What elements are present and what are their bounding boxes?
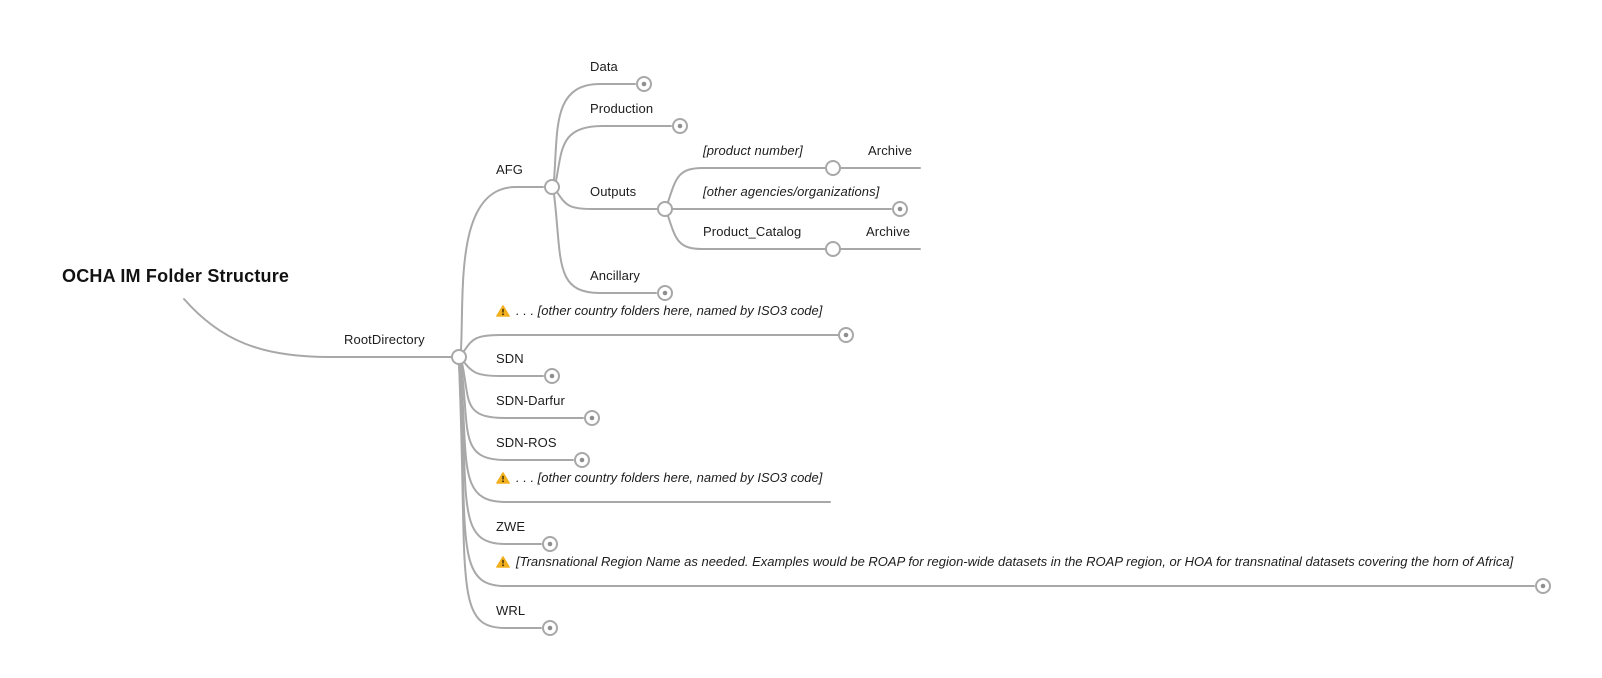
node-other-iso3-2[interactable]: . . . [other country folders here, named… — [496, 470, 822, 485]
connector-afg — [460, 186, 544, 351]
connector-zwe — [459, 363, 542, 545]
connector-product-number — [667, 167, 921, 203]
collapse-dot — [662, 290, 668, 296]
collapse-dot — [641, 81, 647, 87]
node-rootdirectory[interactable]: RootDirectory — [344, 332, 425, 347]
connector-data — [553, 83, 636, 181]
collapse-dot — [547, 625, 553, 631]
node-point-product-catalog[interactable] — [825, 241, 841, 257]
node-ancillary[interactable]: Ancillary — [590, 268, 641, 283]
node-transnational[interactable]: [Transnational Region Name as needed. Ex… — [496, 554, 1513, 569]
warning-icon — [496, 304, 510, 317]
node-point-product-number[interactable] — [825, 160, 841, 176]
map-title[interactable]: OCHA IM Folder Structure — [62, 266, 290, 286]
node-archive-1[interactable]: Archive — [868, 143, 913, 158]
node-point-afg[interactable] — [544, 179, 560, 195]
node-product-number[interactable]: [product number] — [703, 143, 803, 158]
node-sdn-darfur[interactable]: SDN-Darfur — [496, 393, 565, 408]
node-other-iso3-1-label: . . . [other country folders here, named… — [516, 303, 823, 318]
node-sdn-ros[interactable]: SDN-ROS — [496, 435, 557, 450]
node-transnational-label: [Transnational Region Name as needed. Ex… — [516, 554, 1514, 569]
node-point-outputs[interactable] — [657, 201, 673, 217]
connector-sdn-darfur — [461, 362, 584, 419]
collapse-dot — [843, 332, 849, 338]
connector-product-catalog — [667, 215, 921, 250]
collapse-dot — [549, 373, 555, 379]
node-other-agencies[interactable]: [other agencies/organizations] — [703, 184, 880, 199]
connector-outputs — [556, 191, 658, 210]
connector-ancillary — [553, 193, 657, 294]
collapse-dot — [589, 415, 595, 421]
node-production[interactable]: Production — [590, 101, 654, 116]
node-archive-2[interactable]: Archive — [866, 224, 911, 239]
collapse-dot — [897, 206, 903, 212]
node-product-catalog[interactable]: Product_Catalog — [703, 224, 802, 239]
node-afg[interactable]: AFG — [496, 162, 524, 177]
connector-sdn-ros — [460, 363, 574, 461]
node-wrl[interactable]: WRL — [496, 603, 526, 618]
connector-root — [183, 298, 453, 358]
warning-icon — [496, 555, 510, 568]
node-other-iso3-1[interactable]: . . . [other country folders here, named… — [496, 303, 822, 318]
node-sdn[interactable]: SDN — [496, 351, 524, 366]
collapse-dot — [547, 541, 553, 547]
connector-production — [555, 125, 672, 182]
connector-sdn — [463, 361, 544, 377]
node-zwe[interactable]: ZWE — [496, 519, 526, 534]
collapse-dot — [677, 123, 683, 129]
node-outputs[interactable]: Outputs — [590, 184, 637, 199]
warning-icon — [496, 471, 510, 484]
collapse-dot — [1540, 583, 1546, 589]
node-other-iso3-2-label: . . . [other country folders here, named… — [516, 470, 823, 485]
collapse-dot — [579, 457, 585, 463]
node-point-rootdirectory[interactable] — [451, 349, 467, 365]
connector-wrl — [458, 363, 542, 629]
node-data[interactable]: Data — [590, 59, 618, 74]
connector-other-iso3-1 — [463, 334, 839, 352]
